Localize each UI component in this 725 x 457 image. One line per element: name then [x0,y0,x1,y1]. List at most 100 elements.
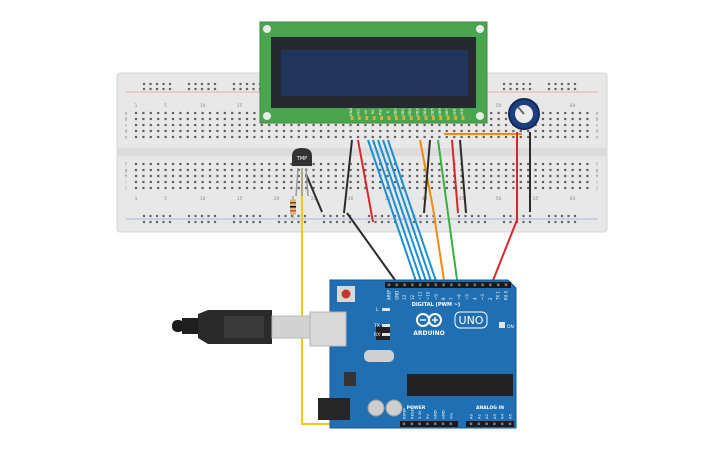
breadboard-hole [245,111,249,115]
breadboard-hole [349,129,352,133]
rail-hole [155,87,159,91]
breadboard-hole [423,180,426,184]
breadboard-hole [312,129,315,133]
breadboard-hole [564,135,567,139]
breadboard-hole [364,162,367,166]
breadboard-hole [216,162,219,166]
analog-pin [500,422,504,426]
breadboard-hole [386,186,389,190]
breadboard-hole [157,162,160,166]
breadboard-hole [223,123,226,127]
l-led [382,308,390,311]
breadboard-hole [268,123,271,127]
lcd-pin [446,116,450,120]
breadboard-hole [430,186,434,190]
breadboard-hole [534,180,537,184]
breadboard-hole [179,111,182,115]
breadboard-hole [438,162,441,166]
led-label-rx: RX [374,332,380,338]
rail-hole [245,87,249,91]
breadboard-hole [201,174,204,178]
breadboard-hole [490,111,493,115]
rail-hole [232,87,236,91]
breadboard-hole [453,135,456,139]
breadboard-hole [171,174,175,178]
rail-hole [393,214,397,218]
wire-lcd-led-gnd [459,139,467,214]
rail-hole [142,220,146,224]
capacitor [367,399,385,417]
breadboard-hole [445,123,448,127]
breadboard-hole [342,174,345,178]
rail-hole [194,82,197,86]
breadboard-hole [364,135,367,139]
digital-pin [395,283,399,287]
breadboard-hole [231,162,234,166]
breadboard-hole [201,111,204,115]
breadboard-hole [134,168,138,172]
breadboard-hole [142,162,145,166]
digital-pin-label: AREF [387,289,392,300]
breadboard-hole [371,174,374,178]
breadboard-column-number: 50 [496,103,502,109]
breadboard-hole [186,168,189,172]
rail-hole [245,220,249,224]
breadboard-column-number: 60 [570,196,576,202]
breadboard-hole [571,162,574,166]
breadboard-hole [504,111,508,115]
digital-pin [403,283,406,287]
breadboard-hole [364,129,367,133]
breadboard-hole [216,186,219,190]
breadboard-hole [179,186,182,190]
lcd-pin-label: DB0 [393,108,397,116]
breadboard-hole [208,129,212,133]
breadboard-hole [379,129,382,133]
breadboard-hole [460,186,463,190]
digital-pin-label: 12 [410,294,415,300]
breadboard-hole [194,123,197,127]
breadboard-hole [305,129,308,133]
breadboard-hole [549,168,552,172]
lcd-pin-label: RW [379,109,383,115]
breadboard-hole [260,123,263,127]
lcd-pin-label: DB6 [438,108,442,116]
rail-hole [252,87,255,91]
breadboard-hole [142,180,145,184]
breadboard-hole [386,162,389,166]
breadboard-hole [423,135,426,139]
rail-hole [522,220,525,224]
breadboard-hole [504,180,508,184]
breadboard-hole [149,135,152,139]
breadboard-hole [157,180,160,184]
breadboard-hole [231,123,234,127]
breadboard-hole [231,174,234,178]
rail-hole [573,214,577,218]
analog-pin [493,422,496,426]
breadboard-hole [208,111,212,115]
breadboard-hole [586,111,589,115]
breadboard-hole [519,162,522,166]
breadboard-hole [142,117,145,121]
breadboard-hole [564,174,567,178]
power-pin [402,422,406,426]
breadboard-hole [149,129,152,133]
breadboard-hole [194,186,197,190]
lcd-pin [439,116,443,120]
power-pin [433,422,437,426]
breadboard-hole [490,117,493,121]
rail-hole [290,220,294,224]
breadboard-hole [142,111,145,115]
power-pin [449,422,453,426]
breadboard-hole [282,180,286,184]
breadboard-hole [430,123,434,127]
sensor-body [292,148,312,166]
breadboard-hole [282,174,286,178]
lcd-pin [409,116,413,120]
rail-hole [515,87,519,91]
breadboard-hole [467,129,471,133]
breadboard-hole [571,111,574,115]
wire-lcd-db7 [367,139,419,288]
breadboard-hole [157,168,160,172]
rail-hole [567,214,570,218]
